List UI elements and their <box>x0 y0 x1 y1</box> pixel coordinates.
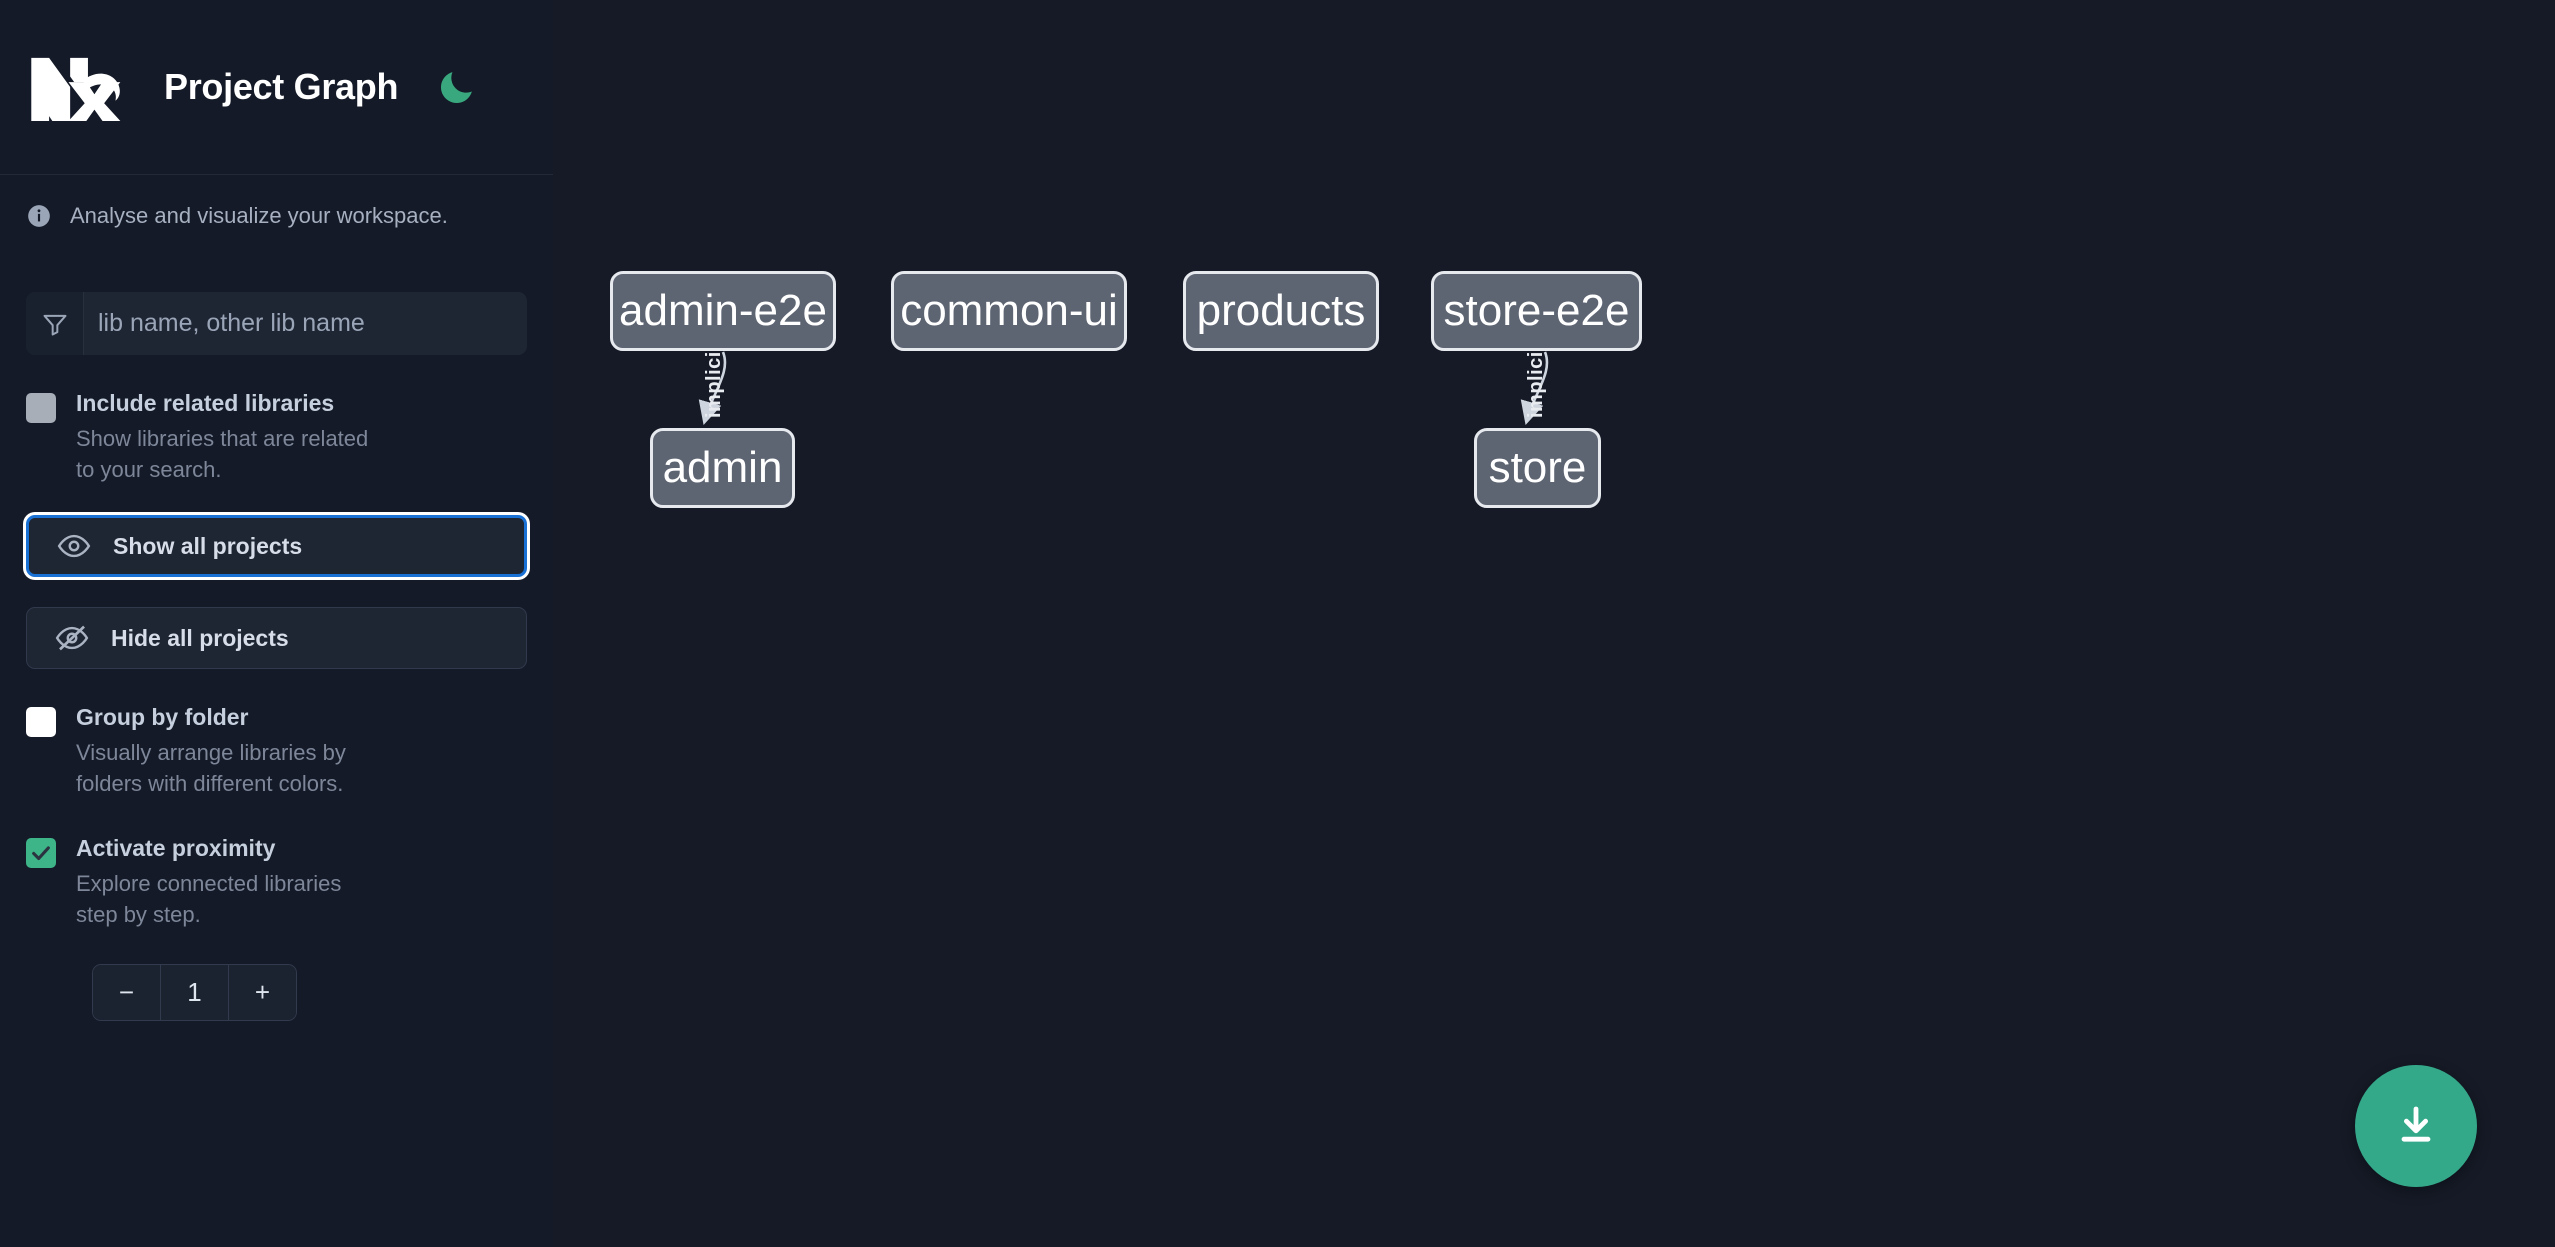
sidebar: Project Graph Analyse and visualize your… <box>0 0 571 1247</box>
activate-proximity-checkbox[interactable] <box>26 837 56 868</box>
download-icon[interactable] <box>2355 1065 2477 1187</box>
tagline: Analyse and visualize your workspace. <box>0 175 553 257</box>
graph-node-products[interactable]: products <box>1183 271 1379 351</box>
include-related-checkbox[interactable] <box>26 393 56 423</box>
activate-proximity-label: Activate proximity <box>76 834 276 861</box>
option-include-related[interactable]: Include related libraries Show libraries… <box>26 389 527 485</box>
hide-all-projects-label: Hide all projects <box>111 624 289 651</box>
search-field[interactable] <box>26 292 527 355</box>
moon-icon[interactable] <box>434 64 480 110</box>
filter-funnel-icon <box>26 292 84 355</box>
info-icon <box>26 203 52 229</box>
eye-off-icon <box>55 621 89 655</box>
activate-proximity-description: Explore connected libraries step by step… <box>76 870 342 927</box>
group-by-folder-checkbox[interactable] <box>26 707 56 738</box>
sidebar-body: Include related libraries Show libraries… <box>0 292 553 1022</box>
sidebar-header: Project Graph <box>0 0 553 175</box>
eye-icon <box>57 529 91 563</box>
show-all-projects-button[interactable]: Show all projects <box>26 515 527 578</box>
group-by-folder-description: Visually arrange libraries by folders wi… <box>76 740 346 797</box>
hide-all-projects-button[interactable]: Hide all projects <box>26 607 527 670</box>
edge-label-implicit-store: implicit <box>1525 343 1547 418</box>
proximity-decrement-button[interactable]: − <box>93 965 161 1021</box>
option-activate-proximity[interactable]: Activate proximity Explore connected lib… <box>26 834 527 930</box>
graph-node-store-e2e[interactable]: store-e2e <box>1431 271 1642 351</box>
graph-node-store[interactable]: store <box>1474 428 1601 508</box>
proximity-stepper[interactable]: − 1 + <box>92 964 297 1022</box>
page-title: Project Graph <box>164 66 399 107</box>
graph-node-admin[interactable]: admin <box>650 428 795 508</box>
graph-canvas[interactable]: implicit implicit admin-e2e common-ui pr… <box>553 0 2555 1247</box>
option-group-by-folder[interactable]: Group by folder Visually arrange librari… <box>26 703 527 799</box>
show-all-projects-label: Show all projects <box>113 532 303 559</box>
nx-logo-icon <box>26 53 124 121</box>
proximity-value: 1 <box>161 965 229 1021</box>
include-related-label: Include related libraries <box>76 390 335 416</box>
proximity-increment-button[interactable]: + <box>229 965 296 1021</box>
edge-label-implicit-admin: implicit <box>703 343 725 418</box>
search-input[interactable] <box>84 292 527 355</box>
graph-edges <box>698 351 1549 425</box>
graph-node-common-ui[interactable]: common-ui <box>891 271 1127 351</box>
tagline-text: Analyse and visualize your workspace. <box>70 203 448 228</box>
include-related-description: Show libraries that are related to your … <box>76 425 369 483</box>
group-by-folder-label: Group by folder <box>76 704 249 731</box>
graph-node-admin-e2e[interactable]: admin-e2e <box>610 271 836 351</box>
